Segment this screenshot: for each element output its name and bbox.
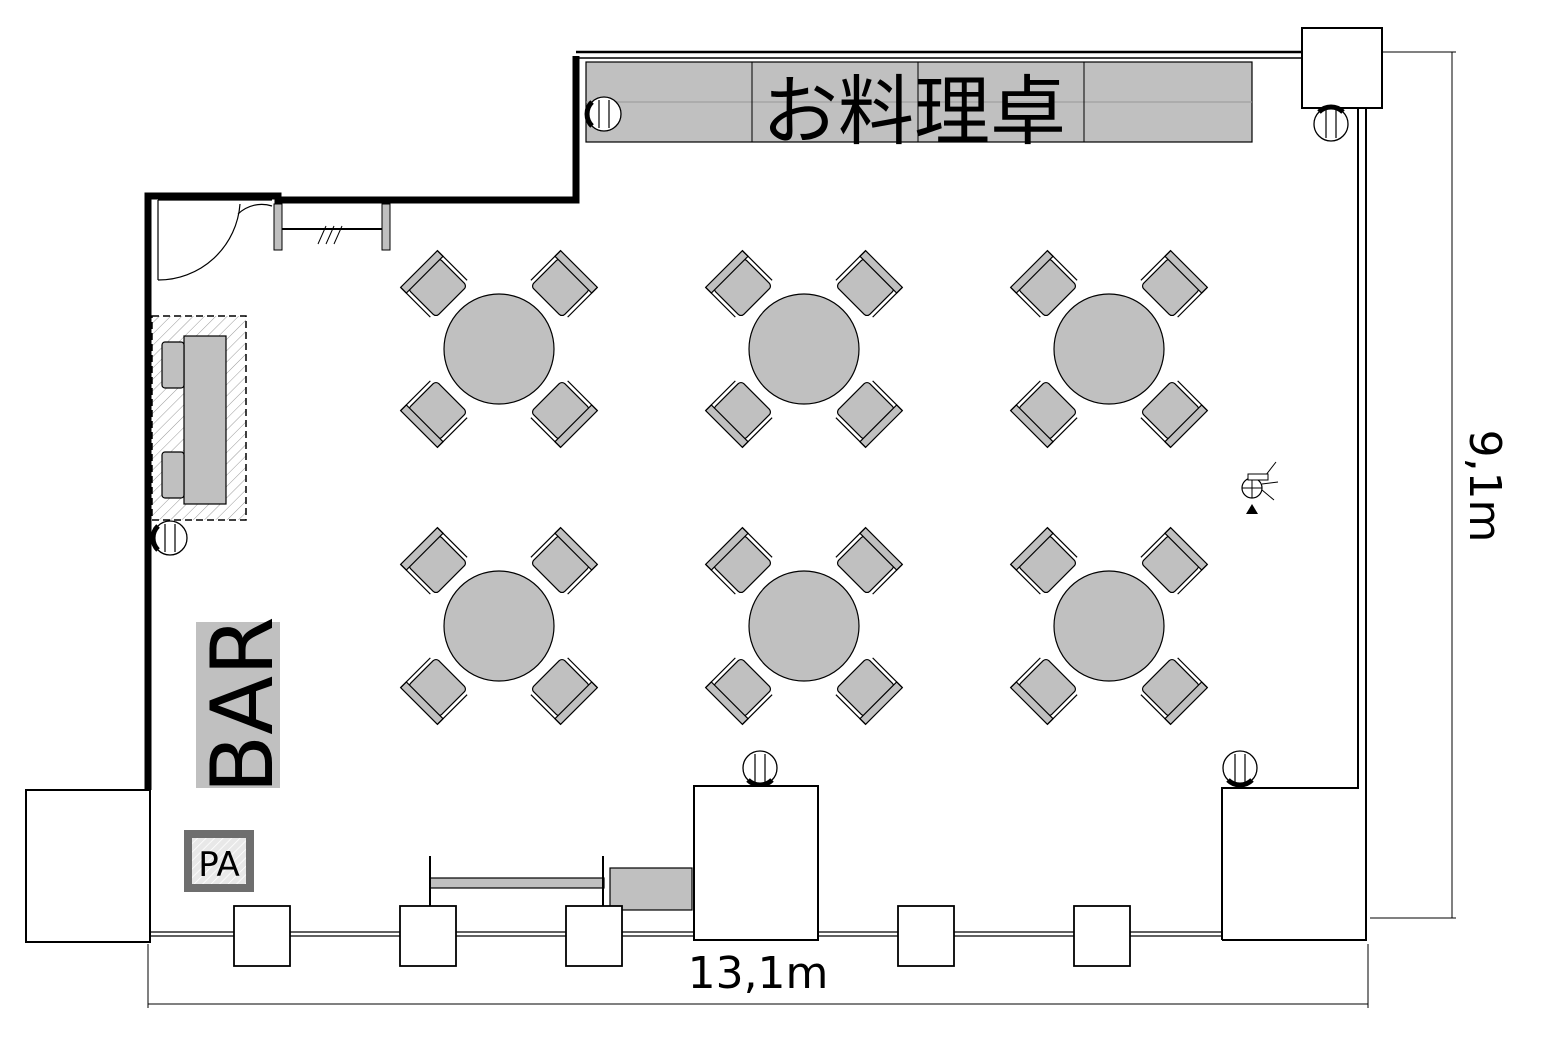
- bar-counter-area: [151, 315, 247, 521]
- round-table-icon: [706, 528, 903, 725]
- outlet-icon: [1222, 750, 1258, 788]
- bar-label-block: BAR: [193, 616, 293, 794]
- pillar: [897, 905, 955, 967]
- dimension-height: 9,1m: [1370, 51, 1510, 919]
- outlet-icon: [584, 96, 622, 132]
- width-dimension-label: 13,1m: [688, 948, 829, 999]
- round-table-icon: [706, 251, 903, 448]
- pillar: [233, 905, 291, 967]
- seating-area: [401, 251, 1208, 725]
- camera-tripod-icon: [1241, 461, 1279, 514]
- pillar-bottom-left: [25, 789, 151, 943]
- stage-area: [429, 785, 819, 941]
- pillar: [399, 905, 457, 967]
- window-rail: [273, 203, 391, 251]
- pillar: [565, 905, 623, 967]
- round-table-icon: [401, 528, 598, 725]
- outlet-icon: [742, 750, 778, 788]
- outlet-icon: [150, 520, 188, 556]
- door-swing-icon: [157, 199, 273, 281]
- pillars-bottom: [233, 905, 1131, 967]
- pillar-bottom-right: [1221, 107, 1367, 941]
- round-table-icon: [1011, 528, 1208, 725]
- round-table-icon: [1011, 251, 1208, 448]
- outlet-icon: [1313, 104, 1349, 142]
- height-dimension-label: 9,1m: [1459, 430, 1510, 543]
- kitchen-table-label: お料理卓: [762, 67, 1066, 156]
- bar-label: BAR: [193, 616, 293, 794]
- round-table-icon: [401, 251, 598, 448]
- pa-label: PA: [198, 845, 240, 885]
- dimension-width: 13,1m: [147, 944, 1369, 1008]
- pillar-top-right: [1301, 27, 1383, 109]
- pa-label-block: PA: [184, 830, 254, 892]
- pillar: [1073, 905, 1131, 967]
- outlets: [150, 96, 1349, 788]
- kitchen-table: お料理卓: [585, 61, 1253, 156]
